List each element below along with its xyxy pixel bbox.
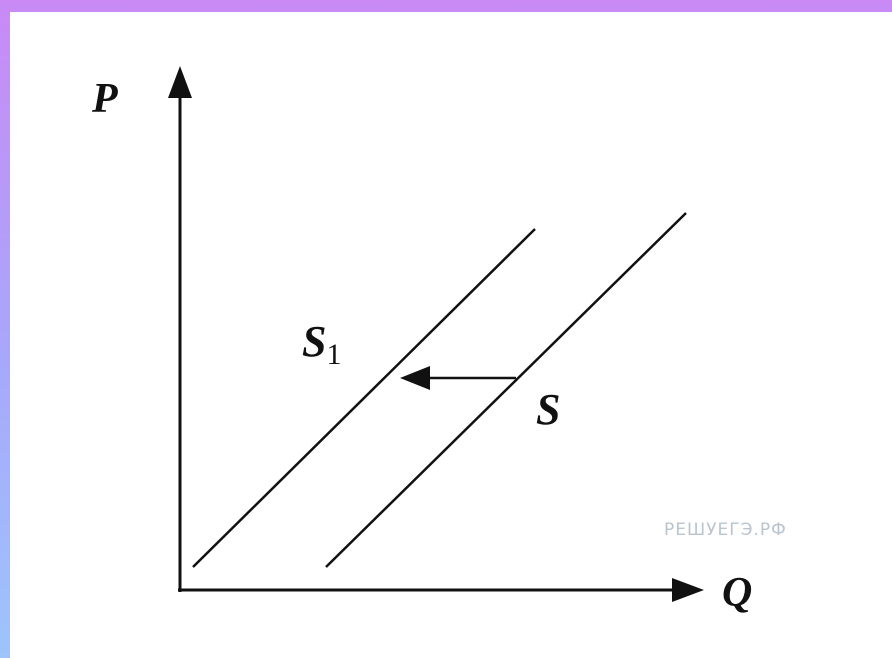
y-axis-label: P xyxy=(91,76,118,122)
curve-label-s1: S1 xyxy=(302,317,341,371)
curve-label-s1-subscript: 1 xyxy=(326,338,341,371)
white-canvas xyxy=(10,12,892,658)
x-axis-label: Q xyxy=(722,570,752,616)
supply-curve-s xyxy=(325,212,687,568)
watermark-text: РЕШУЕГЭ.РФ xyxy=(664,520,787,540)
x-axis-arrowhead xyxy=(672,578,704,602)
curve-label-s-main: S xyxy=(536,385,560,434)
curve-label-s1-main: S xyxy=(302,317,326,366)
supply-curve-s1 xyxy=(192,228,536,568)
y-axis-arrowhead xyxy=(168,66,192,98)
curve-label-s: S xyxy=(536,385,560,434)
shift-arrowhead xyxy=(400,366,430,390)
